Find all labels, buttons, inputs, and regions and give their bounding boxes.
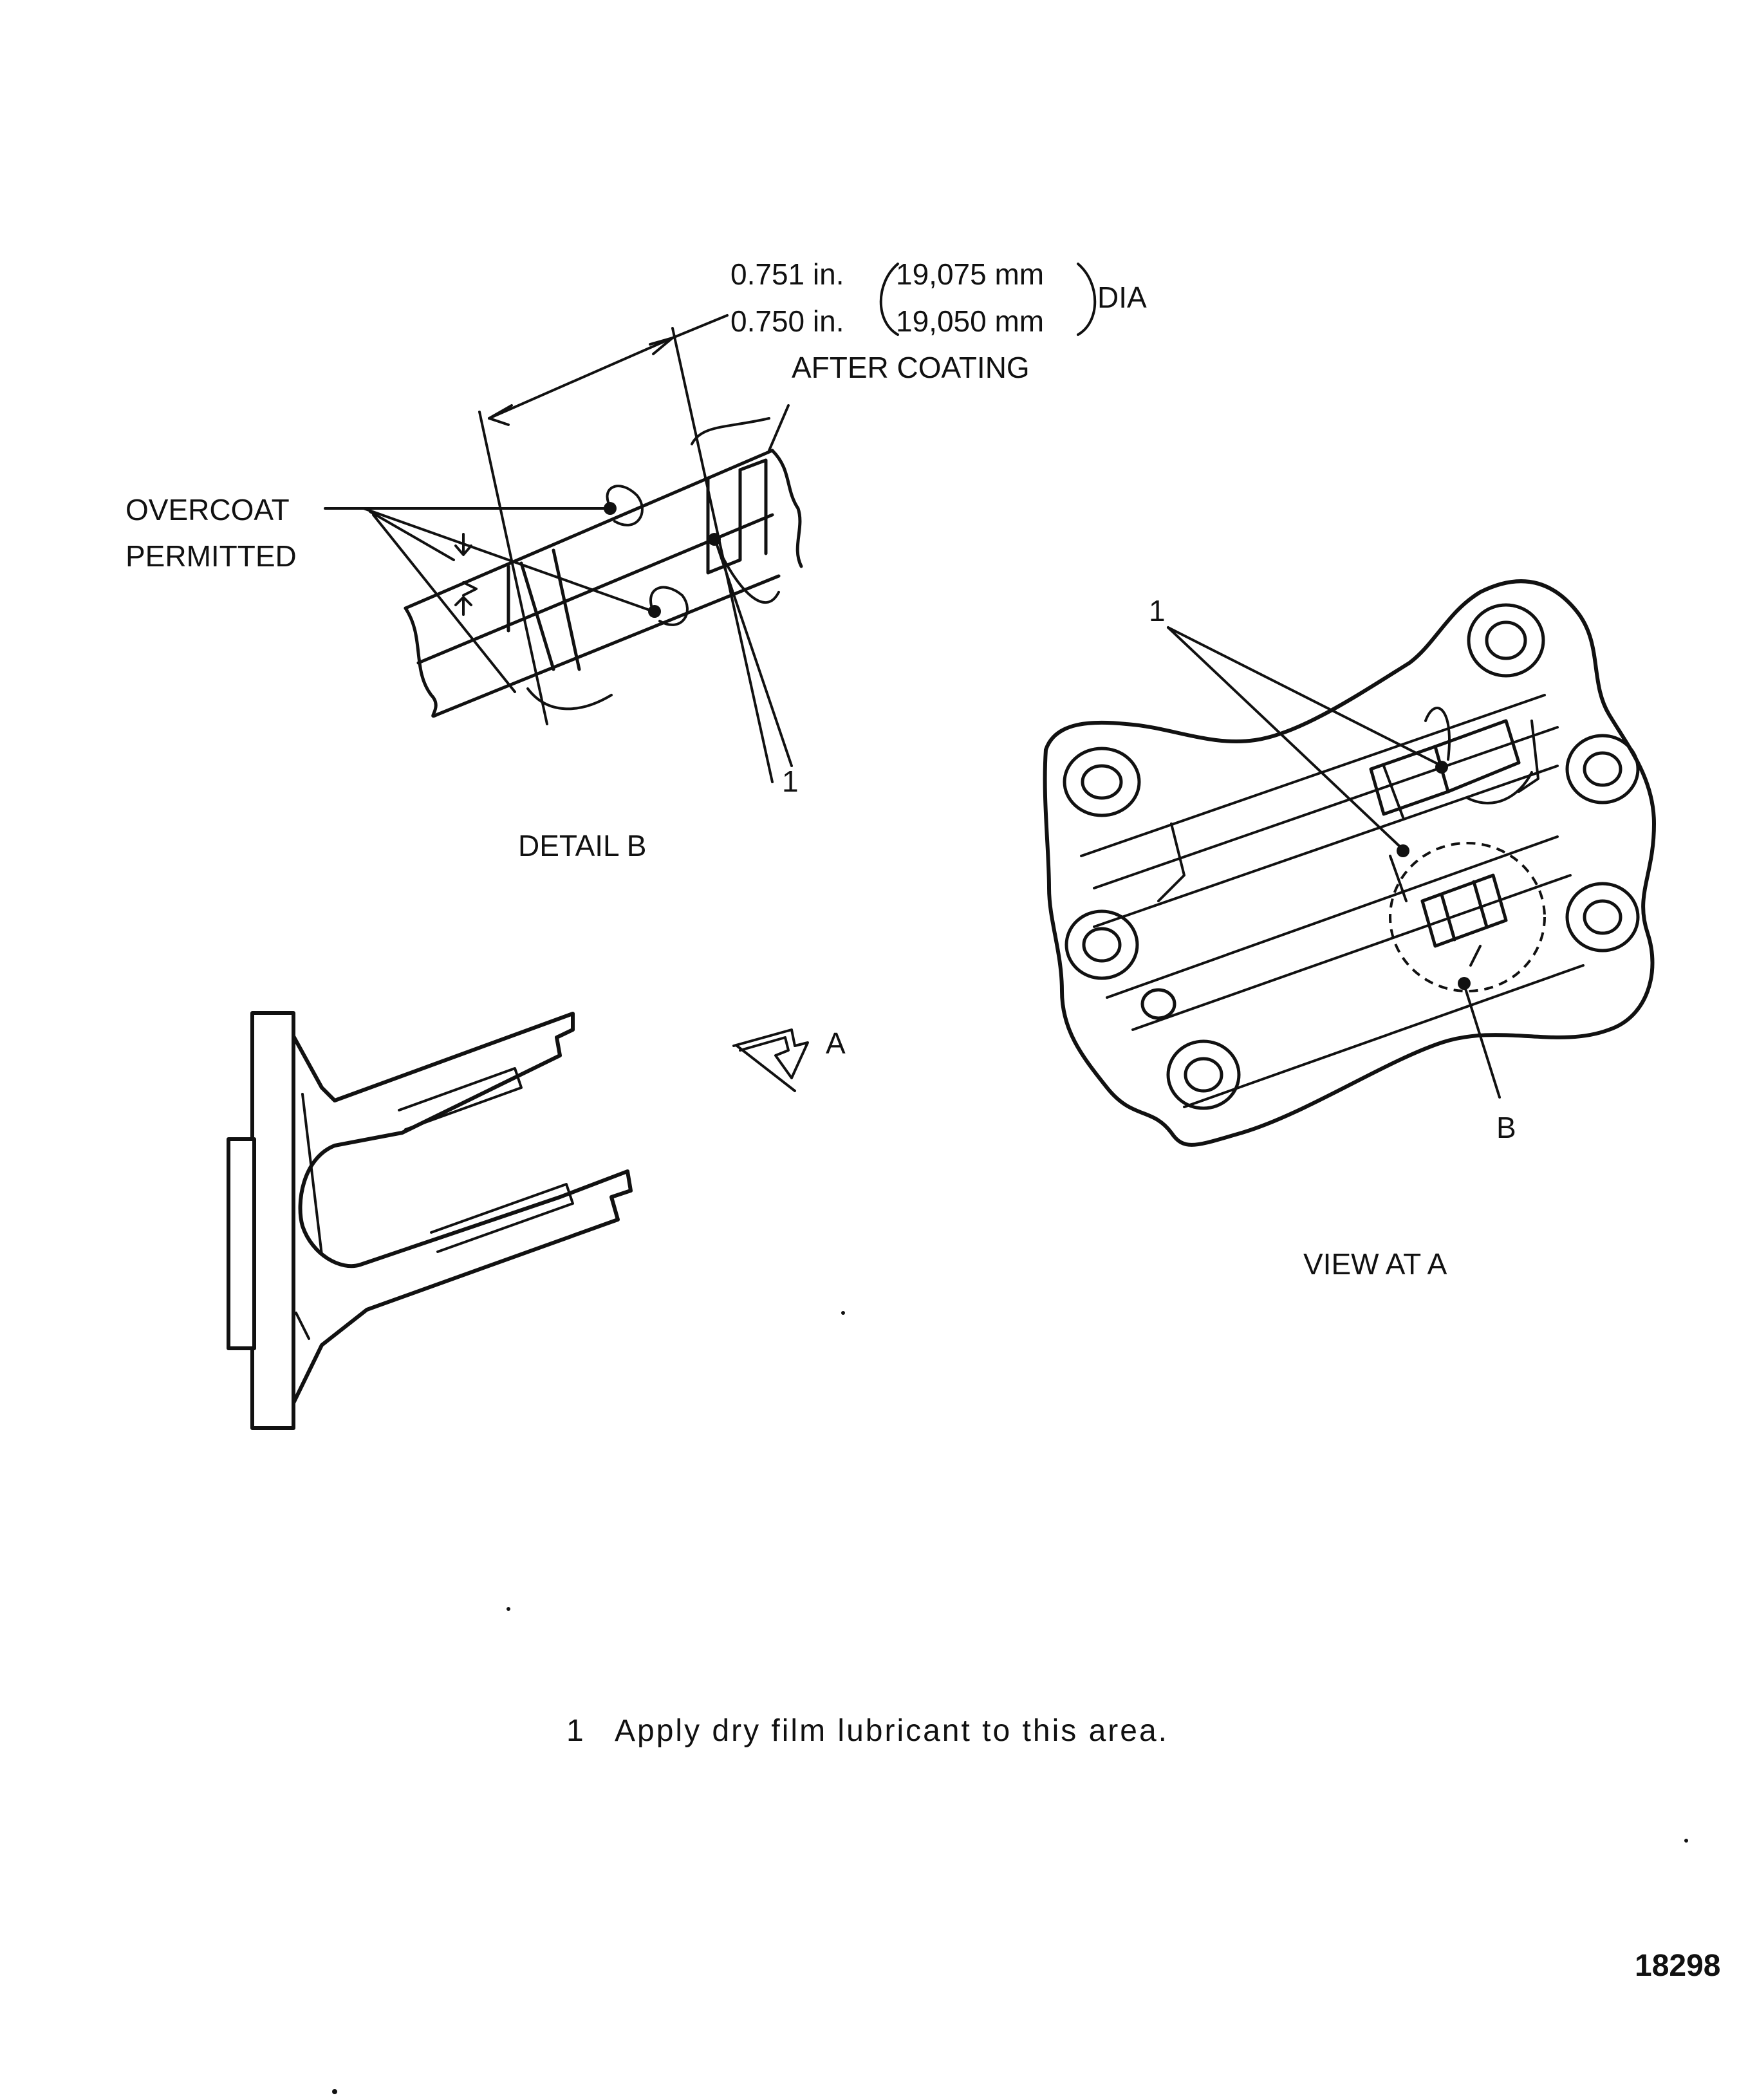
permitted-label: PERMITTED <box>126 539 297 573</box>
dimension-paren-open <box>879 263 899 336</box>
figure-number: 18298 <box>1635 1949 1720 1983</box>
view-at-a-caption: VIEW AT A <box>1303 1247 1447 1281</box>
dimension-paren-close <box>1077 263 1097 336</box>
detail-b-drawing <box>324 314 803 783</box>
scan-specks <box>332 1311 1688 2094</box>
after-coating-label: AFTER COATING <box>792 351 1030 384</box>
arrow-a-label: A <box>826 1027 846 1060</box>
overcoat-label: OVERCOAT <box>126 493 290 526</box>
note-text: Apply dry film lubricant to this area. <box>615 1714 1169 1748</box>
view-callout-1: 1 <box>1149 594 1166 627</box>
dimension-max-mm: 19,075 mm <box>896 257 1044 291</box>
dimension-callout: 0.751 in. 19,075 mm 0.750 in. 19,050 mm … <box>730 257 1147 384</box>
side-view-part <box>227 1011 633 1430</box>
dimension-min-inch: 0.750 in. <box>730 304 844 338</box>
detail-callout-1: 1 <box>782 765 799 798</box>
view-at-a-drawing <box>1043 579 1656 1147</box>
dimension-max-inch: 0.751 in. <box>730 257 844 291</box>
view-arrow-a <box>732 1028 809 1092</box>
view-callout-b: B <box>1496 1111 1516 1144</box>
dimension-dia: DIA <box>1097 281 1147 314</box>
dimension-min-mm: 19,050 mm <box>896 304 1044 338</box>
note-number: 1 <box>566 1714 584 1748</box>
detail-b-caption: DETAIL B <box>518 829 646 862</box>
